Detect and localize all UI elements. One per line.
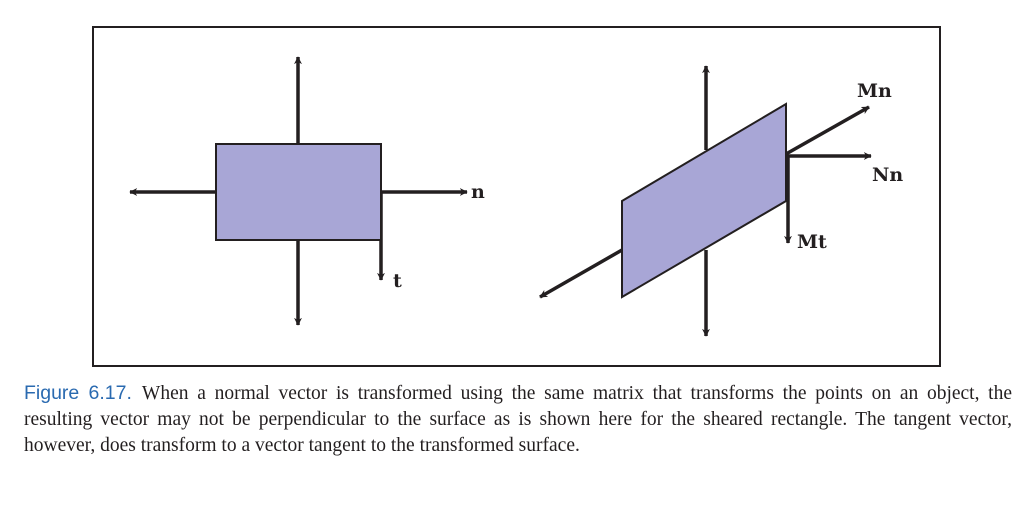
caption-text: When a normal vector is transformed usin… <box>24 383 1013 456</box>
label-nn: Nn <box>872 164 903 186</box>
label-mn: Mn <box>857 80 892 102</box>
figure-frame <box>92 26 941 367</box>
label-mt: Mt <box>797 231 827 253</box>
caption-label: Figure 6.17. <box>24 382 132 404</box>
rectangle-shape <box>215 143 382 241</box>
left-diagram: n t <box>129 56 485 326</box>
transformed-normal-arrow-mn <box>785 105 870 156</box>
figure-caption: Figure 6.17.When a normal vector is tran… <box>24 380 1012 459</box>
sheared-left-arrow <box>539 248 623 299</box>
right-diagram: Mn Nn Mt <box>539 65 903 337</box>
sheared-rectangle-shape <box>621 102 787 299</box>
label-t: t <box>393 270 402 292</box>
label-n: n <box>471 181 485 203</box>
